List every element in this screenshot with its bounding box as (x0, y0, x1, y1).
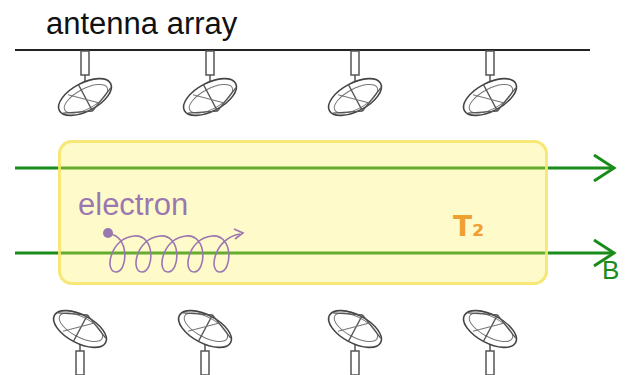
region-box: T₂ (58, 140, 548, 285)
field-label: B (602, 257, 619, 283)
title-label: antenna array (46, 8, 237, 39)
region-label: T₂ (453, 213, 484, 241)
array-bar (15, 49, 590, 51)
top-antennas (53, 51, 523, 125)
bottom-antennas (48, 301, 523, 375)
